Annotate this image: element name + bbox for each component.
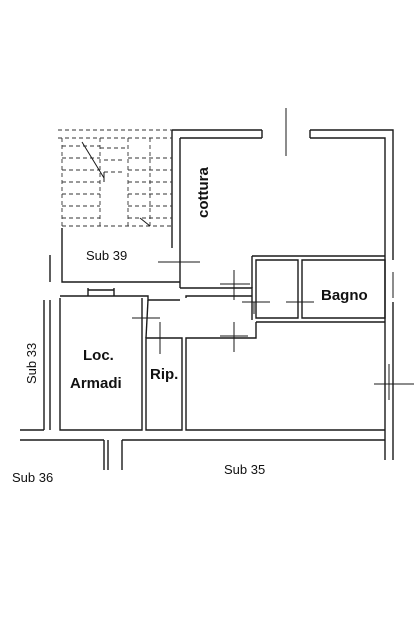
room-label-cottura: cottura	[195, 167, 212, 218]
room-label-loc: Loc.	[83, 347, 114, 364]
unit-label-sub35: Sub 35	[224, 462, 265, 477]
room-label-rip: Rip.	[150, 366, 178, 383]
bottom-boundary	[20, 300, 386, 470]
room-label-bagno: Bagno	[321, 287, 368, 304]
sub39-area	[49, 228, 200, 283]
door-markers	[132, 108, 414, 400]
unit-label-sub33: Sub 33	[24, 343, 39, 384]
room-label-armadi: Armadi	[70, 375, 122, 392]
outer-walls	[171, 129, 394, 460]
unit-label-sub36: Sub 36	[12, 470, 53, 485]
inner-walls	[59, 255, 386, 431]
staircase	[58, 129, 172, 228]
unit-label-sub39: Sub 39	[86, 248, 127, 263]
